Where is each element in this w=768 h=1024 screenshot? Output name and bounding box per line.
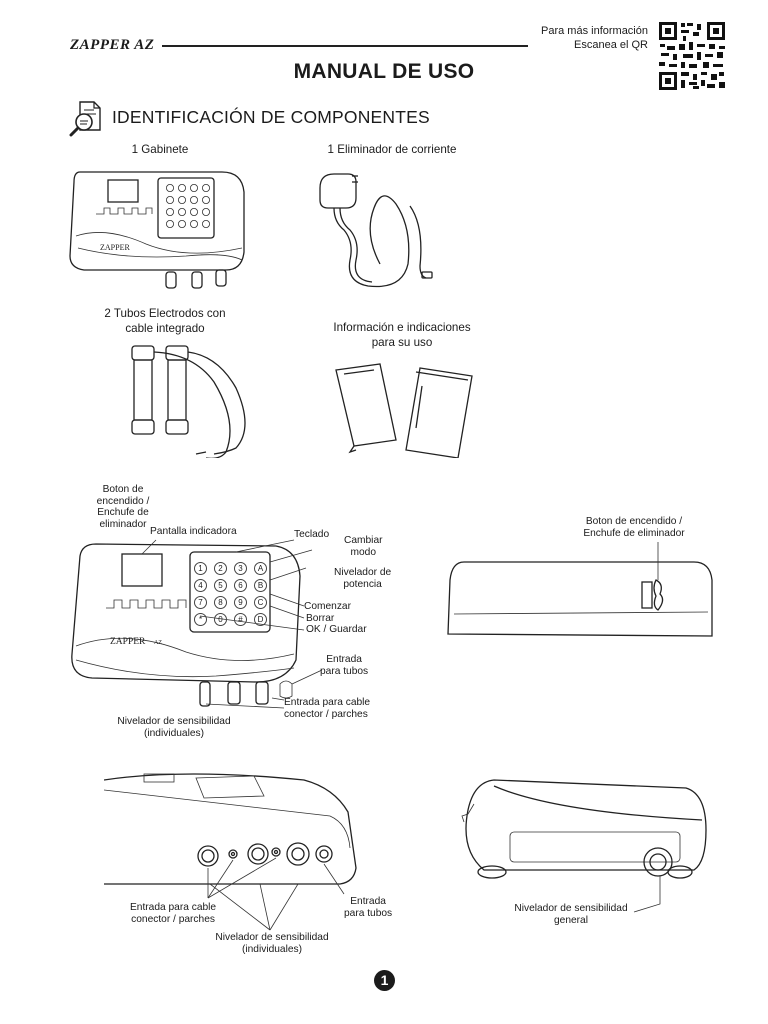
callout-bottom-sensitivity-line2: (individuales)	[241, 943, 303, 955]
callout-sensitivity: Nivelador de sensibilidad (individuales)	[108, 716, 240, 739]
key-hash[interactable]: #	[234, 613, 247, 626]
callout-cable-in-line1: Entrada para cable	[284, 697, 371, 708]
callout-power: Boton de encendido / Enchufe de eliminad…	[78, 484, 168, 530]
caption-cabinet: 1 Gabinete	[131, 143, 189, 156]
callout-bottom-sensitivity-line1: Nivelador de sensibilidad	[215, 932, 329, 943]
callout-right-power: Boton de encendido / Enchufe de eliminad…	[574, 516, 694, 539]
device-brand-suffix: AZ	[154, 640, 162, 646]
caption-info: Información e indicaciones para su uso	[312, 320, 492, 350]
caption-adapter: 1 Eliminador de corriente	[327, 143, 457, 156]
caption-tubes-line1: 2 Tubos Electrodos con	[104, 307, 226, 320]
qr-caption: Para más información Escanea el QR	[541, 24, 648, 52]
key-star[interactable]: *	[194, 613, 207, 626]
device-side-diagram	[461, 779, 707, 913]
device-back-diagram	[447, 542, 713, 637]
callout-tube-in-line1: Entrada	[326, 654, 362, 665]
callout-bottom-cable-line2: conector / parches	[131, 913, 215, 925]
callout-ok: OK / Guardar	[306, 624, 367, 635]
callout-power-level-line1: Nivelador de	[334, 567, 392, 578]
qr-code[interactable]	[657, 20, 727, 92]
callout-right-power-line1: Boton de encendido /	[585, 516, 683, 527]
cabinet-illustration: ZAPPER	[69, 171, 245, 289]
key-3[interactable]: 3	[234, 562, 247, 575]
tubes-illustration	[131, 345, 246, 458]
document-search-icon	[69, 101, 101, 137]
callout-bottom-tube-line2: para tubos	[344, 907, 393, 919]
key-4[interactable]: 4	[194, 579, 207, 592]
callout-erase: Borrar	[306, 613, 335, 624]
callout-tube-in-line2: para tubos	[320, 665, 369, 677]
caption-info-line1: Información e indicaciones	[333, 321, 471, 334]
callout-mode: Cambiar modo	[344, 535, 383, 558]
caption-info-line2: para su uso	[371, 336, 433, 349]
callout-cable-in-line2: conector / parches	[284, 708, 368, 720]
key-d[interactable]: D	[254, 613, 267, 626]
callout-mode-line1: Cambiar	[344, 535, 383, 546]
callout-mode-line2: modo	[350, 546, 376, 558]
callout-keypad: Teclado	[294, 529, 330, 540]
callout-power-level-line2: potencia	[343, 578, 382, 590]
callout-right-power-line2: Enchufe de eliminador	[583, 527, 685, 539]
caption-tubes: 2 Tubos Electrodos con cable integrado	[80, 306, 250, 336]
callout-display: Pantalla indicadora	[150, 526, 237, 537]
adapter-illustration	[319, 173, 433, 288]
cabinet-brand-text: ZAPPER	[100, 243, 130, 252]
key-5[interactable]: 5	[214, 579, 227, 592]
key-0[interactable]: 0	[214, 613, 227, 626]
callout-bottom-tube-line1: Entrada	[350, 896, 386, 907]
callout-sensitivity-line2: (individuales)	[143, 727, 205, 739]
key-1[interactable]: 1	[194, 562, 207, 575]
callout-cable-in: Entrada para cable conector / parches	[284, 697, 370, 720]
bottom-sensitivity-leaders	[209, 883, 299, 931]
callout-tube-in: Entrada para tubos	[320, 654, 368, 677]
qr-caption-line1: Para más información	[541, 25, 648, 37]
key-a[interactable]: A	[254, 562, 267, 575]
callout-general-sensitivity-line2: general	[554, 914, 588, 926]
keypad: 1 2 3 A 4 5 6 B 7 8 9 C * 0 # D	[190, 558, 270, 638]
header-rule	[162, 45, 528, 47]
callout-bottom-cable-line1: Entrada para cable	[130, 902, 217, 913]
device-front-diagram: ZAPPER AZ	[71, 539, 323, 709]
device-brand-text: ZAPPER	[110, 637, 146, 647]
key-b[interactable]: B	[254, 579, 267, 592]
key-9[interactable]: 9	[234, 596, 247, 609]
callout-power-line2: Enchufe de eliminador	[97, 507, 149, 530]
key-7[interactable]: 7	[194, 596, 207, 609]
callout-general-sensitivity-line1: Nivelador de sensibilidad	[514, 903, 628, 914]
papers-illustration	[335, 363, 473, 458]
inputs-closeup-diagram	[104, 773, 357, 899]
section-title: IDENTIFICACIÓN DE COMPONENTES	[112, 107, 430, 127]
qr-caption-line2: Escanea el QR	[574, 39, 648, 51]
page-number: 1	[374, 970, 395, 991]
page-title: MANUAL DE USO	[293, 60, 475, 83]
callout-start: Comenzar	[304, 601, 351, 612]
callout-power-level: Nivelador de potencia	[334, 567, 391, 590]
key-c[interactable]: C	[254, 596, 267, 609]
caption-tubes-line2: cable integrado	[125, 322, 205, 335]
callout-general-sensitivity: Nivelador de sensibilidad general	[504, 903, 638, 926]
callout-sensitivity-line1: Nivelador de sensibilidad	[117, 716, 231, 727]
callout-power-line1: Boton de encendido /	[96, 484, 150, 507]
callout-bottom-sensitivity: Nivelador de sensibilidad (individuales)	[204, 932, 340, 955]
callout-bottom-tube: Entrada para tubos	[344, 896, 392, 919]
callout-bottom-cable: Entrada para cable conector / parches	[130, 902, 216, 925]
key-2[interactable]: 2	[214, 562, 227, 575]
brand-name: ZAPPER AZ	[70, 37, 155, 53]
key-8[interactable]: 8	[214, 596, 227, 609]
key-6[interactable]: 6	[234, 579, 247, 592]
